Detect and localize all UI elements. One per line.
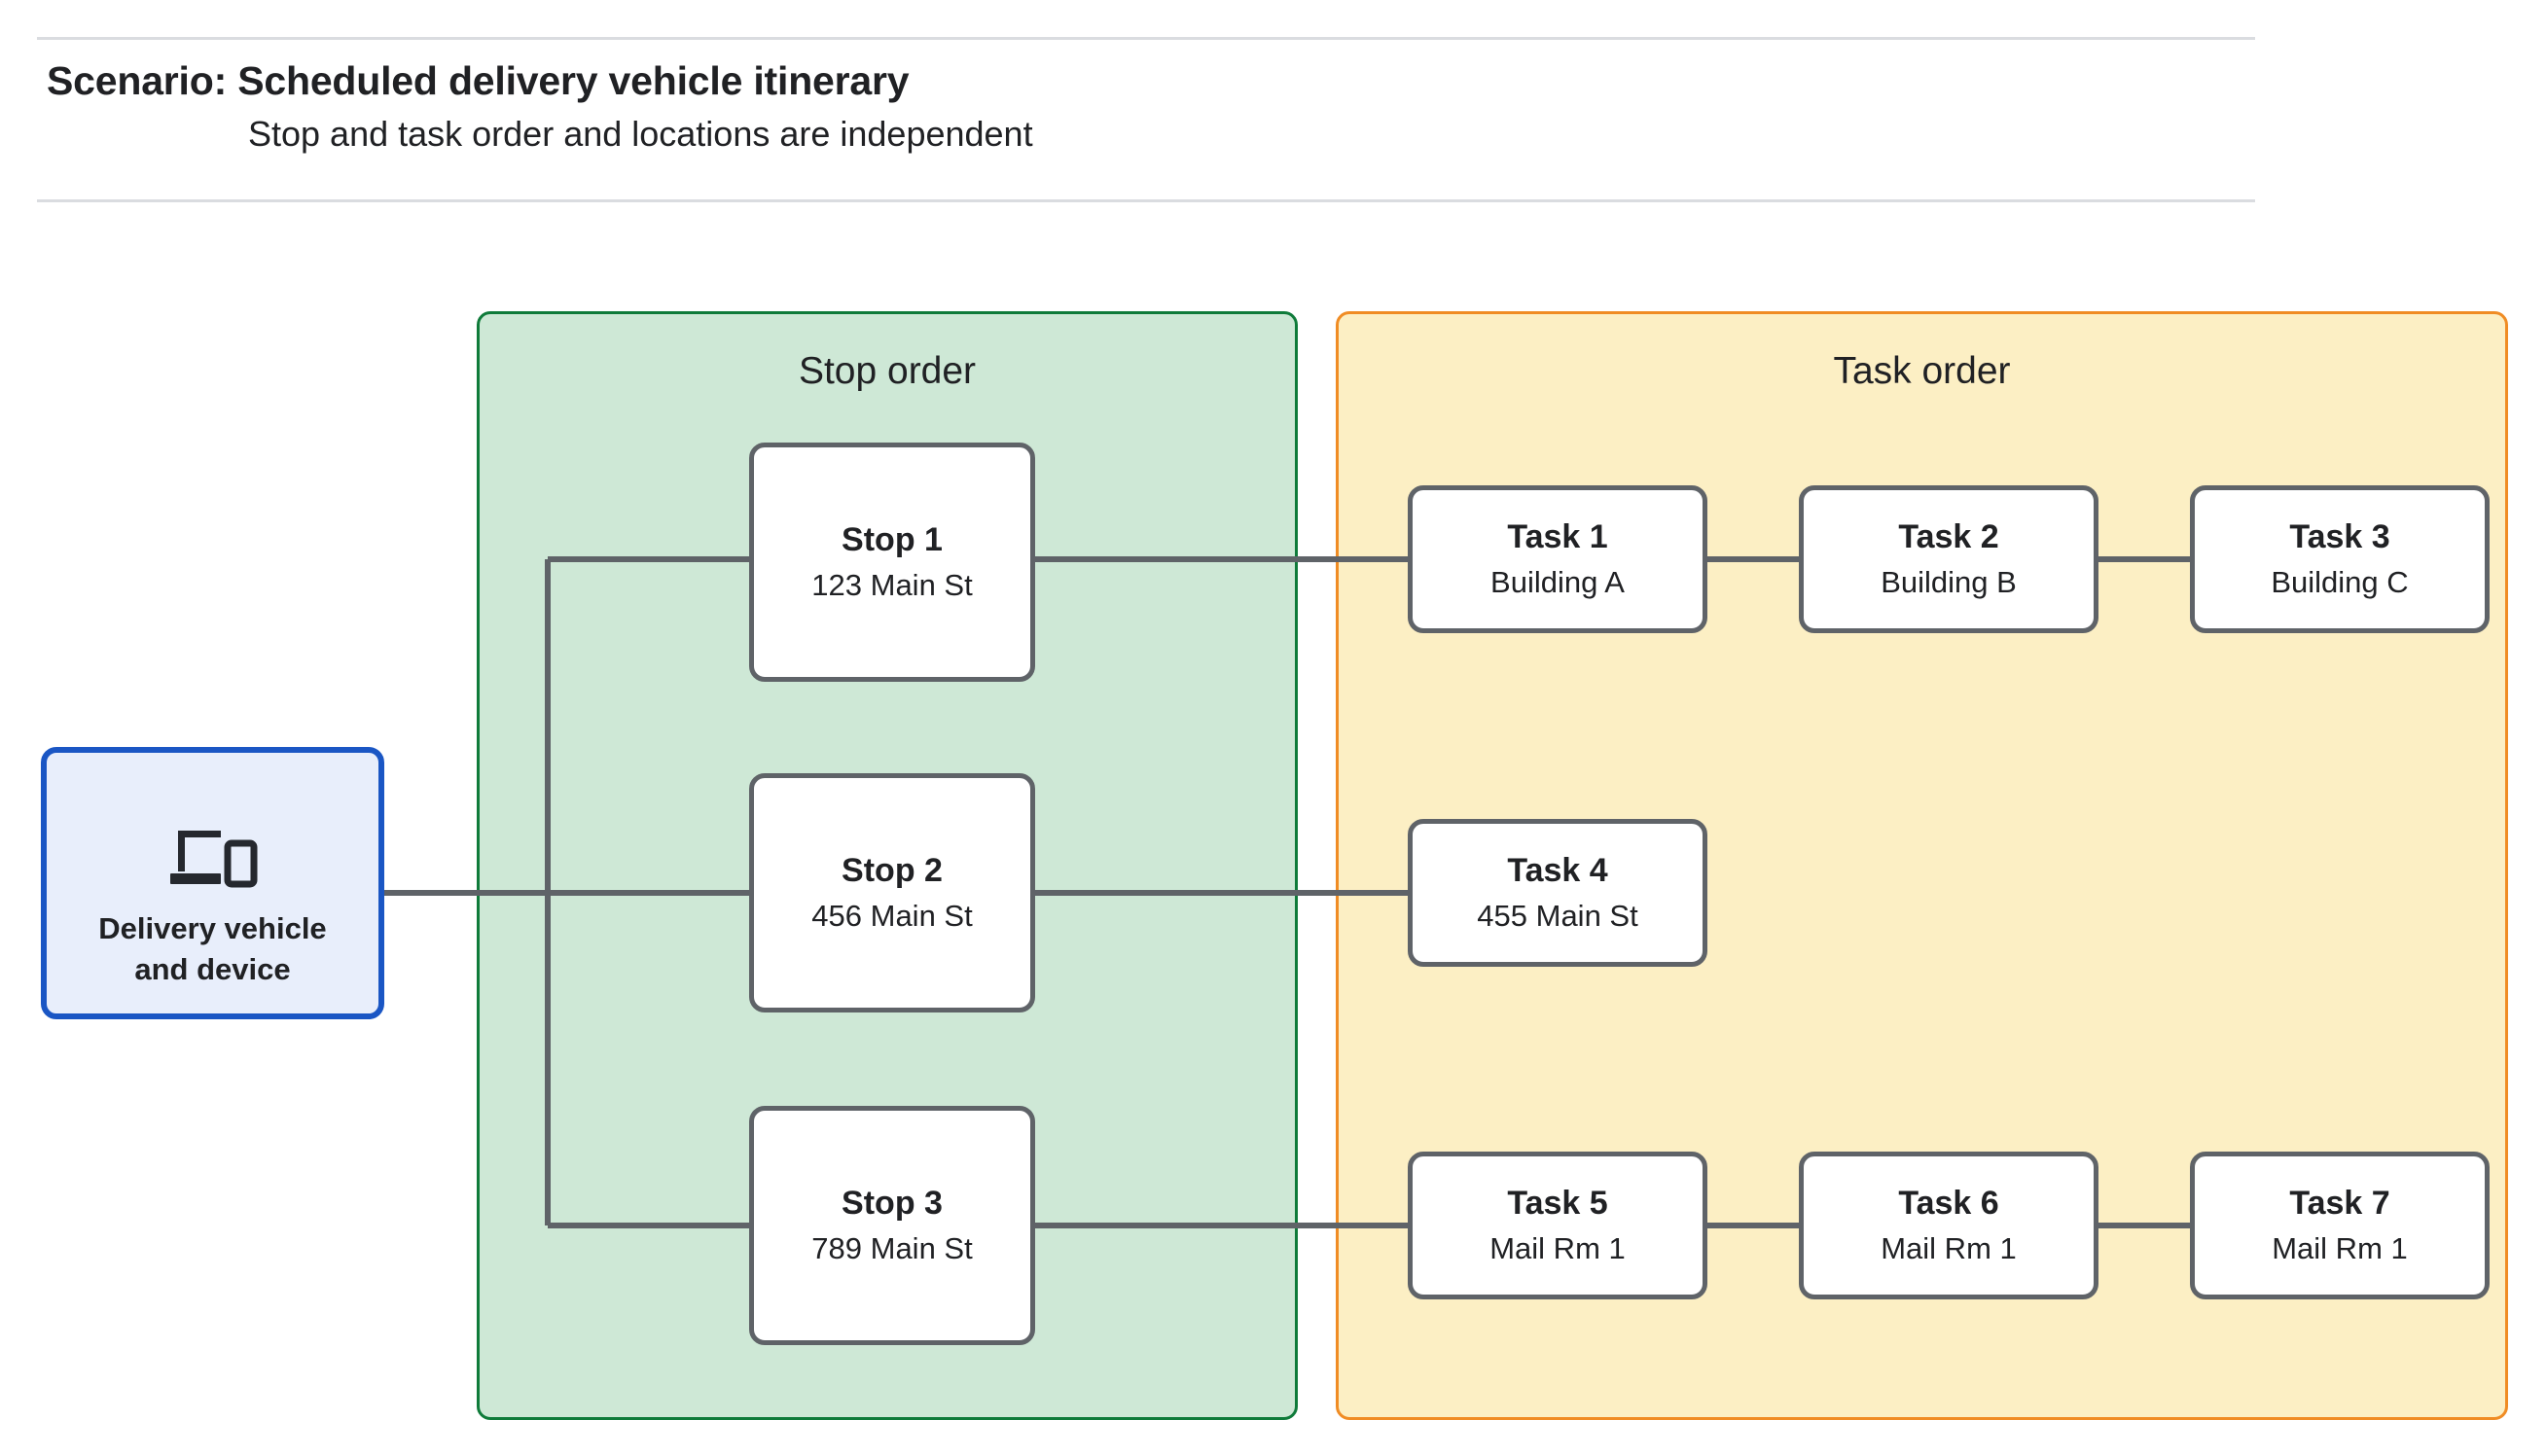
stop-order-title: Stop order	[798, 350, 977, 392]
task-node-location: Mail Rm 1	[2272, 1231, 2408, 1266]
page-subtitle: Stop and task order and locations are in…	[248, 114, 1033, 154]
task-node-location: Mail Rm 1	[1489, 1231, 1626, 1266]
task-node-title: Task 3	[2289, 517, 2390, 555]
stop-node-title: Stop 3	[842, 1184, 943, 1222]
task-node-location: Mail Rm 1	[1881, 1231, 2017, 1266]
stop-node-1[interactable]: Stop 1 123 Main St	[749, 443, 1035, 682]
stop-node-title: Stop 2	[842, 851, 943, 889]
task-node-title: Task 7	[2289, 1184, 2390, 1222]
stop-node-2[interactable]: Stop 2 456 Main St	[749, 773, 1035, 1012]
task-node-title: Task 4	[1507, 851, 1608, 889]
stop-node-address: 123 Main St	[811, 568, 973, 603]
task-node-3[interactable]: Task 3 Building C	[2190, 485, 2490, 633]
stop-node-address: 789 Main St	[811, 1231, 973, 1266]
device-box-label: Delivery vehicle and device	[98, 911, 327, 986]
task-node-title: Task 5	[1507, 1184, 1608, 1222]
stop-node-3[interactable]: Stop 3 789 Main St	[749, 1106, 1035, 1345]
devices-icon	[169, 831, 257, 888]
header-divider-bottom	[37, 199, 2255, 202]
task-node-location: Building A	[1490, 565, 1625, 600]
task-node-title: Task 6	[1898, 1184, 1999, 1222]
task-order-title: Task order	[1833, 350, 2011, 392]
task-node-location: Building C	[2271, 565, 2409, 600]
task-node-6[interactable]: Task 6 Mail Rm 1	[1799, 1152, 2098, 1299]
delivery-vehicle-and-device-box[interactable]: Delivery vehicle and device	[41, 747, 384, 1019]
task-node-4[interactable]: Task 4 455 Main St	[1408, 819, 1707, 967]
task-node-location: 455 Main St	[1477, 899, 1638, 934]
task-node-title: Task 1	[1507, 517, 1608, 555]
task-node-location: Building B	[1881, 565, 2017, 600]
stop-node-title: Stop 1	[842, 520, 943, 558]
task-node-2[interactable]: Task 2 Building B	[1799, 485, 2098, 633]
task-node-7[interactable]: Task 7 Mail Rm 1	[2190, 1152, 2490, 1299]
header-divider-top	[37, 37, 2255, 40]
stop-node-address: 456 Main St	[811, 899, 973, 934]
task-node-5[interactable]: Task 5 Mail Rm 1	[1408, 1152, 1707, 1299]
page-title: Scenario: Scheduled delivery vehicle iti…	[47, 58, 910, 103]
task-node-1[interactable]: Task 1 Building A	[1408, 485, 1707, 633]
task-node-title: Task 2	[1898, 517, 1999, 555]
